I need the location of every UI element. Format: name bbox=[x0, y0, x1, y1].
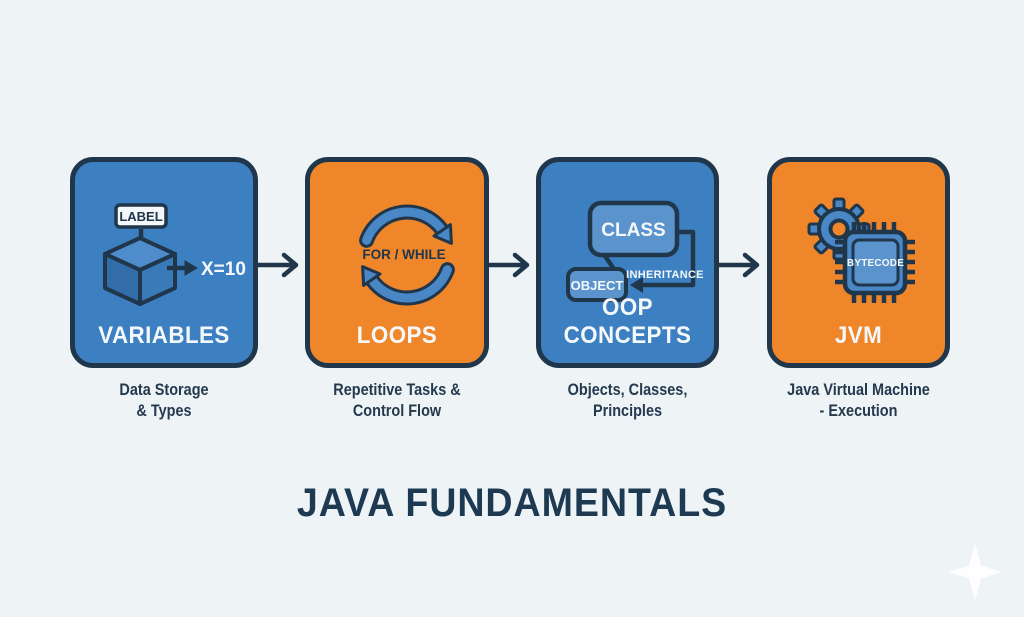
caption-line: Data Storage bbox=[119, 380, 209, 399]
caption-line: Control Flow bbox=[352, 400, 442, 420]
loop-cycle-icon: FOR / WHILE bbox=[359, 204, 455, 306]
card-jvm: BYTECODE JVM bbox=[767, 157, 950, 368]
cube-icon bbox=[103, 236, 177, 306]
inheritance-arrow-icon bbox=[630, 229, 696, 293]
variable-box-icon: LABEL X=10 bbox=[103, 203, 246, 306]
caption-jvm: Java Virtual Machine - Execution bbox=[768, 380, 949, 421]
class-box-text: CLASS bbox=[601, 220, 665, 241]
caption-variables: Data Storage & Types bbox=[76, 380, 253, 421]
caption-loops: Repetitive Tasks & Control Flow bbox=[310, 380, 483, 421]
class-object-diagram-icon: CLASS OBJECT INHERITANCE bbox=[566, 200, 704, 302]
card-title-loops: LOOPS bbox=[356, 322, 438, 349]
inheritance-label: INHERITANCE bbox=[626, 269, 704, 281]
caption-oop: Objects, Classes, Principles bbox=[541, 380, 714, 421]
object-box-text: OBJECT bbox=[571, 278, 624, 293]
caption-line: - Execution bbox=[819, 400, 898, 420]
loop-bottom-arc bbox=[361, 262, 455, 306]
card-title-jvm: JVM bbox=[834, 322, 883, 349]
chip-icon: BYTECODE bbox=[835, 222, 915, 303]
card-title-variables: VARIABLES bbox=[98, 322, 230, 349]
card-loops: FOR / WHILE LOOPS bbox=[305, 157, 489, 368]
class-object-connector bbox=[603, 254, 616, 271]
class-box: CLASS bbox=[587, 200, 680, 258]
card-oop-concepts: CLASS OBJECT INHERITANCE OOP CONCEPTS bbox=[536, 157, 719, 368]
caption-line: Java Virtual Machine bbox=[787, 380, 930, 399]
caption-line: Repetitive Tasks & bbox=[333, 380, 461, 399]
jvm-chip-icon: BYTECODE bbox=[807, 197, 915, 303]
flow-arrow-2 bbox=[488, 252, 530, 278]
flow-arrow-1 bbox=[257, 252, 299, 278]
card-variables: LABEL X=10 VARIABLES bbox=[70, 157, 258, 368]
bytecode-label: BYTECODE bbox=[847, 258, 904, 269]
label-tag: LABEL bbox=[114, 203, 168, 229]
caption-line: Principles bbox=[592, 400, 663, 420]
sparkle-watermark-icon bbox=[948, 543, 1002, 601]
loop-top-arc bbox=[359, 204, 453, 248]
label-tag-text: LABEL bbox=[119, 209, 162, 224]
page-title: JAVA FUNDAMENTALS bbox=[296, 481, 728, 525]
caption-line: Objects, Classes, bbox=[567, 380, 688, 399]
caption-line: & Types bbox=[136, 400, 192, 420]
variable-value-text: X=10 bbox=[201, 259, 246, 280]
object-box: OBJECT bbox=[566, 267, 628, 302]
right-arrow-icon bbox=[167, 260, 198, 276]
card-title-oop: OOP CONCEPTS bbox=[563, 294, 692, 349]
loop-keywords-text: FOR / WHILE bbox=[362, 247, 445, 262]
flow-arrow-3 bbox=[718, 252, 760, 278]
